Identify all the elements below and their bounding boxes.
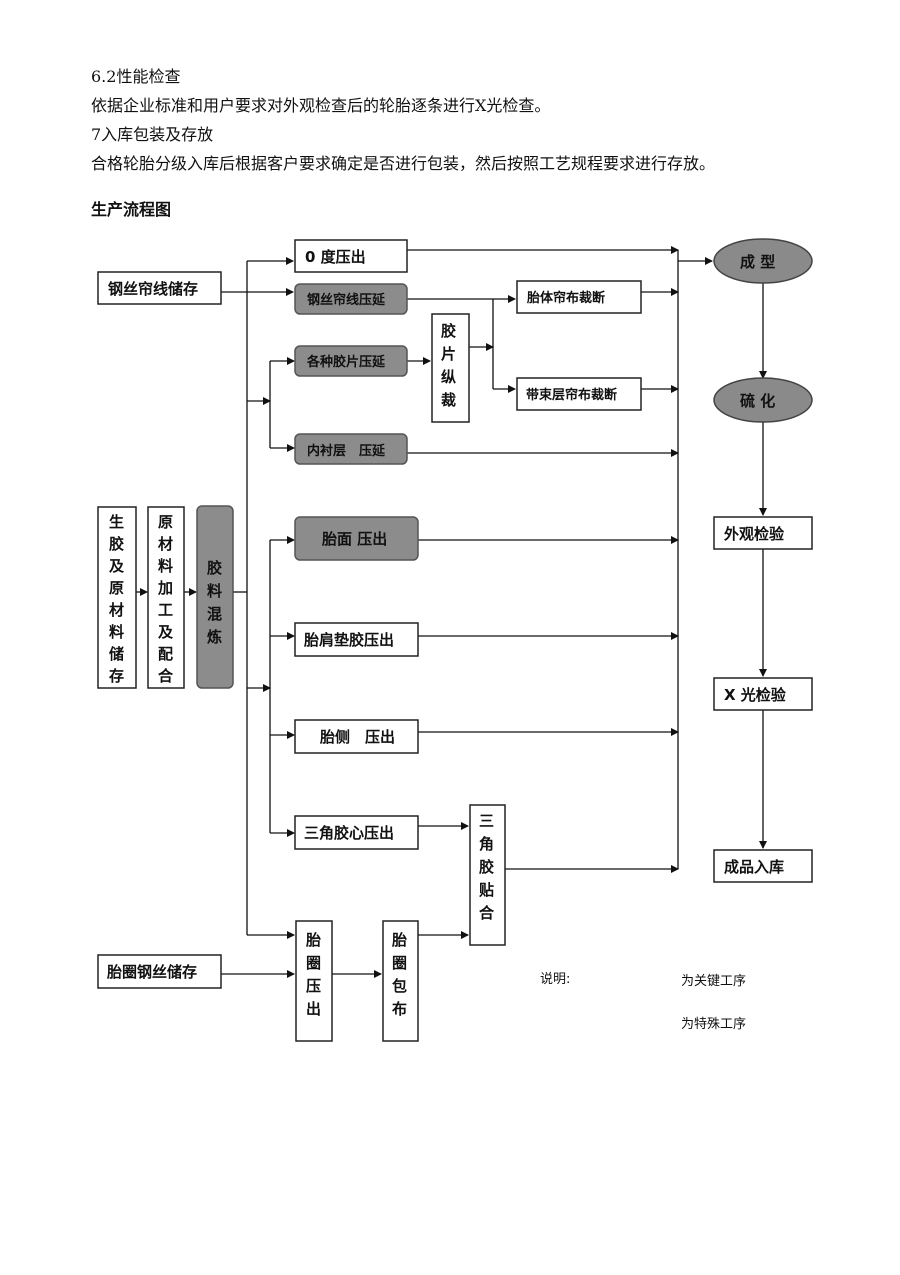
- svg-text:胎侧 压出: 胎侧 压出: [320, 728, 395, 746]
- svg-text:出: 出: [306, 1000, 321, 1018]
- svg-text:原: 原: [109, 579, 124, 597]
- svg-text:胶: 胶: [441, 322, 456, 340]
- section-6-2-heading: 6.2性能检查: [91, 67, 181, 86]
- svg-text:各种胶片压延: 各种胶片压延: [306, 354, 386, 370]
- svg-text:胶: 胶: [109, 535, 124, 553]
- svg-text:硫 化: 硫 化: [740, 392, 775, 410]
- node-steel-cord-calender: 钢丝帘线压延: [294, 283, 408, 315]
- svg-text:储: 储: [109, 645, 124, 663]
- section-6-2-body: 依据企业标准和用户要求对外观检查后的轮胎逐条进行X光检查。: [91, 96, 551, 115]
- svg-text:胎面 压出: 胎面 压出: [322, 530, 387, 548]
- node-bead-wrap: 胎 圈 包 布: [382, 920, 419, 1042]
- node-sidewall-extrude: 胎侧 压出: [294, 719, 419, 754]
- svg-text:生: 生: [109, 513, 124, 531]
- svg-text:三角胶心压出: 三角胶心压出: [304, 824, 394, 842]
- node-sheet-slitting: 胶 片 纵 裁: [431, 313, 470, 423]
- node-innerliner-calender: 内衬层 压延: [294, 433, 408, 465]
- legend-special-process: 为特殊工序: [681, 1017, 746, 1032]
- svg-text:胎圈钢丝储存: 胎圈钢丝储存: [107, 963, 197, 981]
- svg-text:炼: 炼: [207, 628, 222, 646]
- node-steel-cord-storage: 钢丝帘线储存: [97, 271, 222, 305]
- svg-text:存: 存: [109, 667, 124, 685]
- svg-text:纵: 纵: [441, 368, 456, 386]
- svg-text:原: 原: [158, 513, 173, 531]
- node-raw-material-processing: 原 材 料 加 工 及 配 合: [147, 506, 185, 689]
- svg-text:加: 加: [157, 579, 173, 597]
- node-bead-wire-storage: 胎圈钢丝储存: [97, 954, 222, 989]
- node-xray-inspection: X 光检验: [713, 677, 813, 711]
- svg-text:裁: 裁: [441, 391, 456, 409]
- svg-text:钢丝帘线储存: 钢丝帘线储存: [108, 280, 198, 298]
- svg-text:内衬层 压延: 内衬层 压延: [307, 443, 386, 459]
- svg-text:胎肩垫胶压出: 胎肩垫胶压出: [304, 631, 394, 649]
- svg-text:角: 角: [479, 835, 494, 853]
- svg-text:胶: 胶: [207, 559, 222, 577]
- node-bead-extrude: 胎 圈 压 出: [295, 920, 333, 1042]
- svg-text:胎: 胎: [306, 931, 321, 949]
- svg-text:圈: 圈: [306, 954, 321, 972]
- legend: 说明: 为关键工序 为特殊工序: [540, 972, 746, 1032]
- svg-text:三: 三: [479, 812, 494, 830]
- svg-text:料: 料: [109, 623, 124, 641]
- svg-text:配: 配: [158, 645, 173, 663]
- svg-text:混: 混: [207, 605, 222, 623]
- node-tire-building: 成 型: [713, 238, 813, 284]
- flow-chart-title: 生产流程图: [91, 200, 172, 219]
- node-raw-material-storage: 生 胶 及 原 材 料 储 存: [97, 506, 137, 689]
- svg-text:成品入库: 成品入库: [724, 858, 784, 876]
- svg-text:圈: 圈: [392, 954, 407, 972]
- svg-text:胎: 胎: [392, 931, 407, 949]
- node-rubber-sheet-calender: 各种胶片压延: [294, 345, 408, 377]
- svg-text:外观检验: 外观检验: [723, 525, 785, 543]
- svg-text:工: 工: [158, 601, 173, 619]
- svg-text:片: 片: [441, 345, 456, 363]
- node-rubber-mixing: 胶 料 混 炼: [196, 505, 234, 689]
- svg-text:X 光检验: X 光检验: [724, 686, 787, 704]
- svg-text:胶: 胶: [479, 858, 494, 876]
- node-apex-extrude: 三角胶心压出: [294, 815, 419, 850]
- node-shoulder-wedge-extrude: 胎肩垫胶压出: [294, 622, 419, 657]
- svg-text:材: 材: [158, 535, 173, 553]
- svg-text:合: 合: [157, 667, 174, 685]
- legend-title: 说明:: [540, 972, 570, 987]
- svg-text:压: 压: [306, 977, 321, 995]
- svg-text:料: 料: [207, 582, 222, 600]
- section-7-body: 合格轮胎分级入库后根据客户要求确定是否进行包装，然后按照工艺规程要求进行存放。: [91, 154, 716, 173]
- node-apex-attach: 三 角 胶 贴 合: [469, 804, 506, 946]
- svg-text:包: 包: [392, 977, 407, 995]
- node-finished-goods-storage: 成品入库: [713, 849, 813, 883]
- svg-text:料: 料: [158, 557, 173, 575]
- svg-text:钢丝帘线压延: 钢丝帘线压延: [307, 292, 386, 308]
- svg-text:及: 及: [109, 557, 125, 575]
- svg-text:成 型: 成 型: [740, 253, 775, 271]
- node-zero-degree-extrude: 0 度压出: [294, 239, 408, 273]
- node-belt-ply-cutting: 带束层帘布裁断: [516, 377, 642, 411]
- svg-text:材: 材: [109, 601, 124, 619]
- flow-connectors: [136, 246, 767, 978]
- svg-text:胎体帘布裁断: 胎体帘布裁断: [527, 290, 605, 306]
- node-tread-extrude: 胎面 压出: [294, 516, 419, 561]
- legend-key-process: 为关键工序: [681, 974, 746, 989]
- node-visual-inspection: 外观检验: [713, 516, 813, 550]
- svg-text:0 度压出: 0 度压出: [305, 248, 366, 266]
- svg-text:贴: 贴: [479, 881, 494, 899]
- svg-text:布: 布: [392, 1000, 407, 1018]
- svg-text:带束层帘布裁断: 带束层帘布裁断: [526, 387, 617, 403]
- svg-text:及: 及: [158, 623, 174, 641]
- node-carcass-ply-cutting: 胎体帘布裁断: [516, 280, 642, 314]
- node-curing: 硫 化: [713, 377, 813, 423]
- svg-text:合: 合: [478, 904, 495, 922]
- section-7-heading: 7入库包装及存放: [91, 125, 214, 144]
